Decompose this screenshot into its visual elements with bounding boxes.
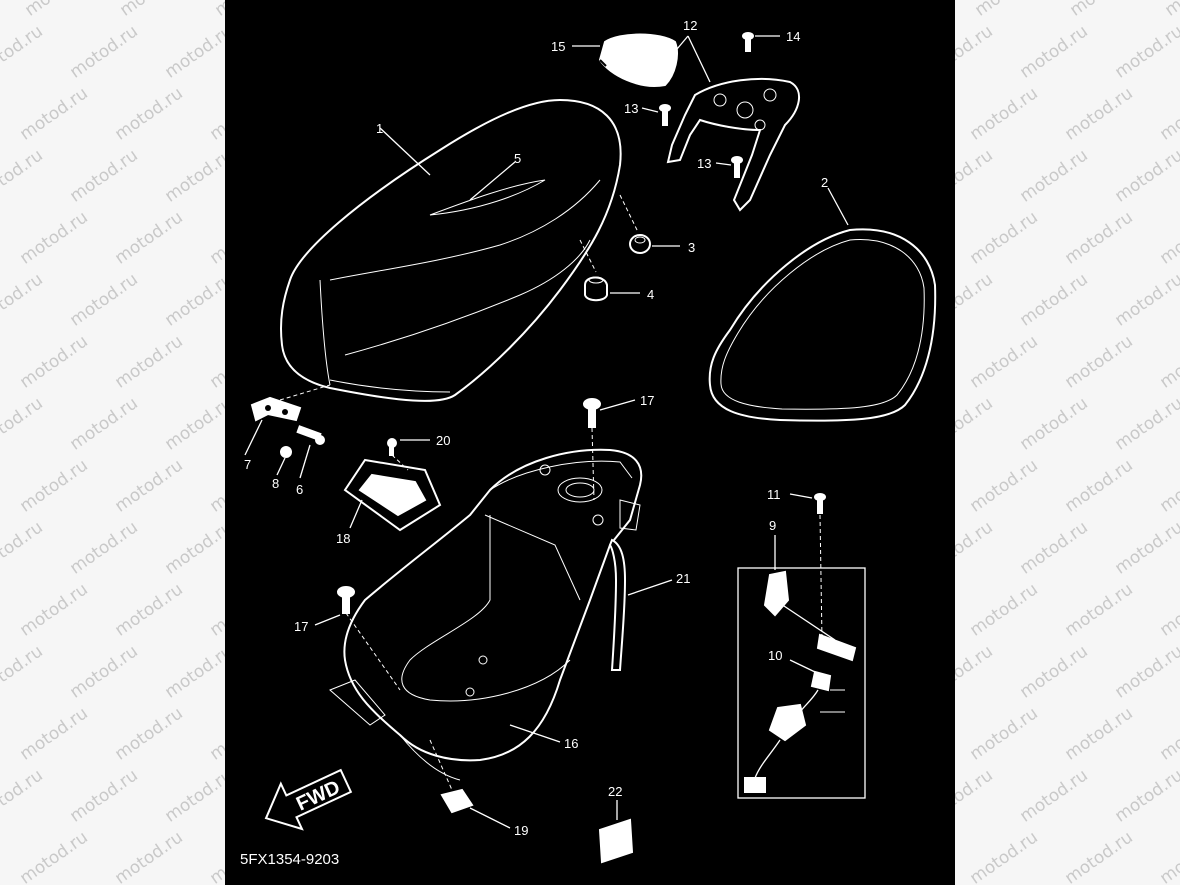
leader-line (276, 457, 286, 476)
storage-box-part[interactable] (329, 448, 643, 781)
leader-line (827, 187, 849, 226)
leader-line (641, 107, 659, 113)
callout-12: 12 (683, 18, 697, 33)
callout-18: 18 (336, 531, 350, 546)
leader-line (349, 499, 363, 529)
callout-17a: 17 (640, 393, 654, 408)
nut-8-part[interactable] (280, 446, 292, 458)
leader-line (469, 161, 516, 201)
callout-13a: 13 (624, 101, 638, 116)
assembly-line (619, 194, 639, 233)
bolt-17a-part[interactable] (583, 398, 601, 428)
callout-20: 20 (436, 433, 450, 448)
bolt-6-part[interactable] (296, 425, 325, 445)
callout-9: 9 (769, 518, 776, 533)
leader-line (314, 614, 341, 626)
callout-15: 15 (551, 39, 565, 54)
bolt-13a-part[interactable] (659, 104, 671, 126)
nut-clip-part[interactable] (440, 788, 474, 814)
leader-line (599, 399, 636, 411)
damper-3-part[interactable] (629, 234, 651, 254)
assembly-line (819, 514, 823, 641)
assembly-line (345, 612, 401, 691)
bolt-14-part[interactable] (742, 32, 754, 52)
leader-line (379, 127, 431, 176)
assembly-line (429, 739, 453, 791)
assembly-line (591, 427, 595, 501)
leader-line (789, 493, 813, 499)
callout-1: 1 (376, 121, 383, 136)
assembly-line (579, 239, 597, 273)
leader-line (627, 579, 673, 596)
callout-6: 6 (296, 482, 303, 497)
callout-22: 22 (608, 784, 622, 799)
bolt-11-part[interactable] (814, 493, 826, 514)
leader-line (687, 35, 711, 83)
callout-5: 5 (514, 151, 521, 166)
callout-8: 8 (272, 476, 279, 491)
leader-line (244, 419, 263, 456)
bolt-17b-part[interactable] (337, 586, 355, 614)
bolt-13b-part[interactable] (731, 156, 743, 178)
grab-bar-bracket-part[interactable] (666, 77, 800, 212)
drawing-code: 5FX1354-9203 (240, 851, 339, 868)
callout-7: 7 (244, 457, 251, 472)
seat-seal-part[interactable] (708, 228, 937, 422)
cover-part[interactable] (598, 33, 678, 87)
leader-line (715, 162, 732, 166)
assembly-line (391, 454, 409, 471)
screw-20-part[interactable] (387, 438, 397, 456)
tube-part[interactable] (608, 538, 627, 671)
leader-line (789, 659, 816, 673)
seat-lock-part[interactable] (763, 570, 857, 662)
callout-13b: 13 (697, 156, 711, 171)
callout-21: 21 (676, 571, 690, 586)
leader-line (469, 807, 511, 829)
assembly-line (279, 384, 331, 401)
callout-16: 16 (564, 736, 578, 751)
damper-4-part[interactable] (584, 276, 608, 302)
callout-10: 10 (768, 648, 782, 663)
leader-line (299, 444, 311, 479)
forward-direction-arrow: FWD (264, 768, 353, 831)
lid-part[interactable] (343, 458, 442, 532)
callout-19: 19 (514, 823, 528, 838)
callout-3: 3 (688, 240, 695, 255)
callout-4: 4 (647, 287, 654, 302)
hinge-part[interactable] (250, 396, 302, 422)
seat-part[interactable] (279, 98, 622, 402)
cable-part[interactable] (744, 670, 845, 793)
leader-line (509, 724, 561, 743)
lock-assembly-frame (737, 567, 866, 799)
callout-14: 14 (786, 29, 800, 44)
callout-2: 2 (821, 175, 828, 190)
label-part[interactable] (598, 818, 634, 864)
callout-17b: 17 (294, 619, 308, 634)
callout-11: 11 (767, 487, 781, 502)
